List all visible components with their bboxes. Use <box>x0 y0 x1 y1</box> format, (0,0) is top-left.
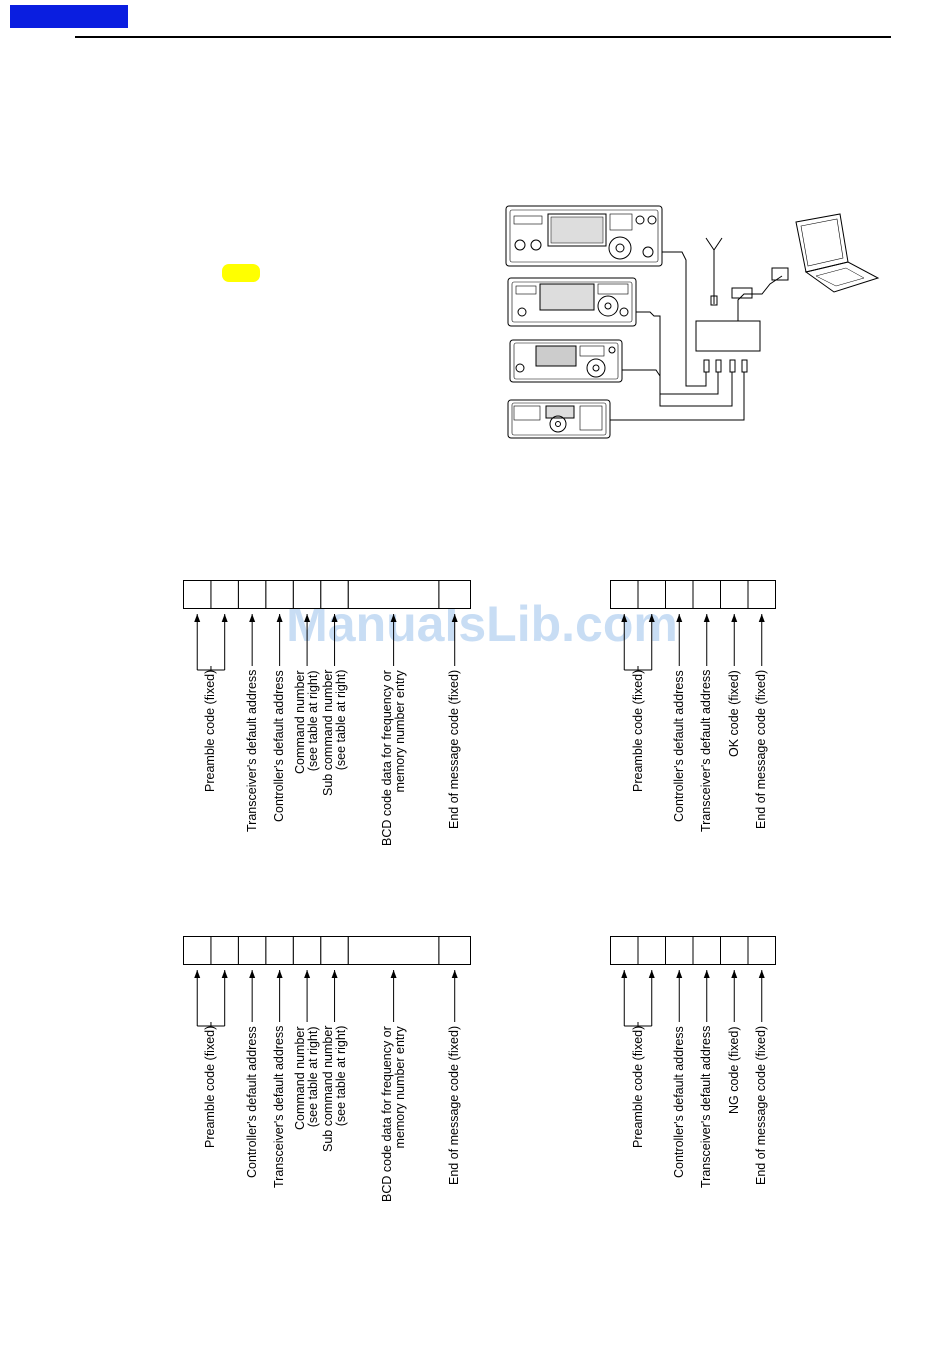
field-caption: Transceiver's default address <box>244 669 259 832</box>
byte-box <box>720 936 749 965</box>
byte-box <box>692 580 721 609</box>
byte-box <box>610 936 639 965</box>
connection-illustration <box>505 205 880 439</box>
byte-box <box>320 580 349 609</box>
field-caption: Sub command number(see table at right) <box>320 1025 348 1152</box>
byte-box <box>438 580 472 609</box>
field-caption: Controller's default address <box>671 1026 686 1178</box>
field-caption: Transceiver's default address <box>699 669 714 832</box>
arrow-head <box>331 970 338 978</box>
arrow-head <box>731 970 738 978</box>
byte-box <box>747 580 776 609</box>
field-caption: Preamble code (fixed) <box>630 1025 645 1148</box>
arrow-head <box>194 614 201 622</box>
byte-box <box>347 580 440 609</box>
byte-box <box>637 936 666 965</box>
diagram-graphic <box>610 936 776 1027</box>
arrow-head <box>731 614 738 622</box>
diagram-graphic <box>610 580 776 671</box>
field-caption: Sub command number(see table at right) <box>320 669 348 796</box>
field-caption: Command number(see table at right) <box>293 1026 321 1130</box>
field-caption: Preamble code (fixed) <box>630 669 645 792</box>
field-caption: Transceiver's default address <box>272 1025 287 1188</box>
field-caption: Command number(see table at right) <box>293 670 321 774</box>
arrow-head <box>703 970 710 978</box>
field-caption: NG code (fixed) <box>726 1026 741 1114</box>
byte-box <box>347 936 440 965</box>
arrow-head <box>451 614 458 622</box>
arrow-head <box>621 614 628 622</box>
byte-box <box>210 936 239 965</box>
byte-box <box>265 580 294 609</box>
field-caption: End of message code (fixed) <box>447 1025 462 1185</box>
arrow-head <box>621 970 628 978</box>
antenna-icon <box>705 237 723 306</box>
arrow-head <box>703 614 710 622</box>
field-caption: Preamble code (fixed) <box>203 669 218 792</box>
byte-box <box>265 936 294 965</box>
byte-box <box>692 936 721 965</box>
diagram-graphic <box>183 936 472 1027</box>
arrow-head <box>390 970 397 978</box>
interface-box-icon <box>695 320 761 373</box>
laptop-icon <box>795 213 880 293</box>
arrow-head <box>276 970 283 978</box>
transceiver-icon <box>505 205 663 267</box>
arrow-head <box>194 970 201 978</box>
field-caption: Transceiver's default address <box>699 1025 714 1188</box>
arrow-head <box>390 614 397 622</box>
field-caption: Preamble code (fixed) <box>203 1025 218 1148</box>
arrow-head <box>758 970 765 978</box>
arrow-head <box>331 614 338 622</box>
field-caption: Controller's default address <box>671 670 686 822</box>
arrow-head <box>648 970 655 978</box>
transceiver-icon <box>507 399 611 439</box>
byte-box <box>183 580 212 609</box>
arrow-head <box>451 970 458 978</box>
diagram-graphic <box>183 580 472 671</box>
arrow-head <box>249 970 256 978</box>
highlight-badge <box>222 264 260 282</box>
byte-box <box>610 580 639 609</box>
arrow-head <box>276 614 283 622</box>
arrow-head <box>304 970 311 978</box>
arrow-head <box>676 970 683 978</box>
byte-box <box>292 580 322 609</box>
transceiver-icon <box>507 277 637 327</box>
diagram-ok-transceiver-to-controller: Preamble code (fixed) Controller's defaul… <box>610 580 785 870</box>
byte-box <box>747 936 776 965</box>
byte-box <box>292 936 322 965</box>
diagram-cmd-transceiver-to-controller: Preamble code (fixed) Controller's defaul… <box>183 936 480 1226</box>
byte-box <box>237 580 267 609</box>
byte-box <box>637 580 666 609</box>
byte-box <box>665 580 694 609</box>
byte-box <box>183 936 212 965</box>
arrow-head <box>758 614 765 622</box>
byte-box <box>320 936 349 965</box>
field-caption: End of message code (fixed) <box>754 1025 769 1185</box>
transceiver-icon <box>509 339 623 383</box>
byte-box <box>438 936 472 965</box>
field-caption: End of message code (fixed) <box>447 669 462 829</box>
field-caption: End of message code (fixed) <box>754 669 769 829</box>
arrow-head <box>304 614 311 622</box>
field-caption: Controller's default address <box>244 1026 259 1178</box>
arrow-head <box>221 614 228 622</box>
field-caption: Controller's default address <box>272 670 287 822</box>
field-caption: OK code (fixed) <box>726 670 741 757</box>
arrow-head <box>648 614 655 622</box>
arrow-head <box>676 614 683 622</box>
byte-box <box>237 936 267 965</box>
byte-box <box>665 936 694 965</box>
diagram-cmd-controller-to-transceiver: Preamble code (fixed) Transceiver's defau… <box>183 580 480 870</box>
byte-box <box>210 580 239 609</box>
diagram-ng-transceiver-to-controller: Preamble code (fixed) Controller's defaul… <box>610 936 785 1226</box>
section-tab <box>10 5 128 28</box>
arrow-head <box>221 970 228 978</box>
header-rule <box>75 36 891 38</box>
byte-box <box>720 580 749 609</box>
arrow-head <box>249 614 256 622</box>
